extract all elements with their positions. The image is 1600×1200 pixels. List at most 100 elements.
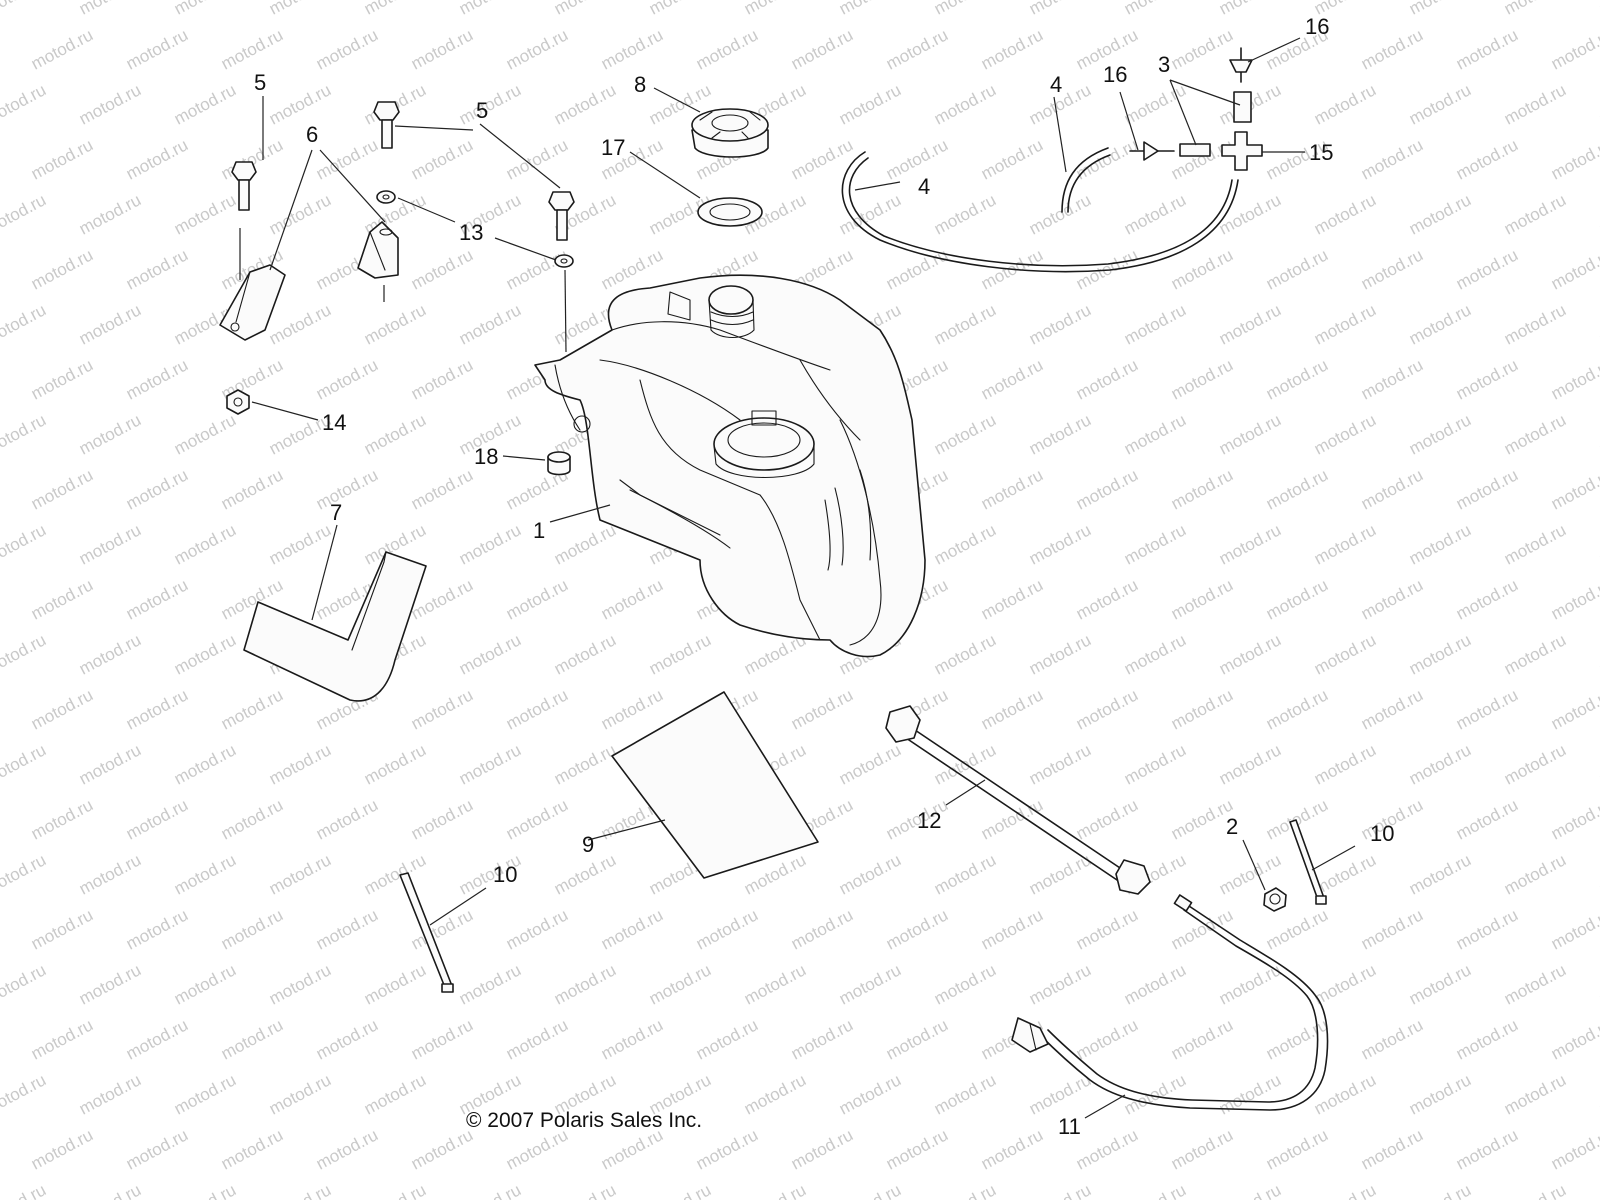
watermark-text: motod.ru bbox=[1548, 1125, 1600, 1173]
part-18-spacer bbox=[547, 451, 571, 476]
watermark-text: motod.ru bbox=[1406, 1070, 1474, 1118]
watermark-text: motod.ru bbox=[1168, 905, 1236, 953]
watermark-text: motod.ru bbox=[0, 1015, 1, 1063]
watermark-text: motod.ru bbox=[1548, 245, 1600, 293]
watermark-text: motod.ru bbox=[978, 1125, 1046, 1173]
watermark-text: motod.ru bbox=[503, 245, 571, 293]
watermark-text: motod.ru bbox=[1406, 300, 1474, 348]
watermark-text: motod.ru bbox=[931, 300, 999, 348]
watermark-text: motod.ru bbox=[1453, 795, 1521, 843]
watermark-text: motod.ru bbox=[313, 465, 381, 513]
watermark-text: motod.ru bbox=[1073, 685, 1141, 733]
watermark-text: motod.ru bbox=[218, 1015, 286, 1063]
watermark-text: motod.ru bbox=[313, 355, 381, 403]
watermark-text: motod.ru bbox=[361, 1070, 429, 1118]
watermark-text: motod.ru bbox=[0, 190, 49, 238]
watermark-text: motod.ru bbox=[218, 1125, 286, 1173]
watermark-text: motod.ru bbox=[788, 1125, 856, 1173]
watermark-text: motod.ru bbox=[1168, 355, 1236, 403]
callout-7: 7 bbox=[330, 500, 342, 525]
watermark-text: motod.ru bbox=[978, 355, 1046, 403]
watermark-text: motod.ru bbox=[1358, 905, 1426, 953]
watermark-text: motod.ru bbox=[0, 410, 49, 458]
watermark-text: motod.ru bbox=[28, 905, 96, 953]
watermark-text: motod.ru bbox=[788, 905, 856, 953]
watermark-text: motod.ru bbox=[1026, 300, 1094, 348]
watermark-text: motod.ru bbox=[1596, 740, 1600, 788]
part-11-fuel-line bbox=[1011, 894, 1329, 1111]
watermark-text: motod.ru bbox=[1263, 1125, 1331, 1173]
part-9-label-sheet bbox=[611, 691, 819, 879]
watermark-text: motod.ru bbox=[1596, 1180, 1600, 1200]
watermark-text: motod.ru bbox=[1453, 465, 1521, 513]
callout-6: 6 bbox=[306, 122, 318, 147]
watermark-text: motod.ru bbox=[693, 905, 761, 953]
watermark-text: motod.ru bbox=[266, 300, 334, 348]
watermark-text: motod.ru bbox=[0, 905, 1, 953]
callout-13: 13 bbox=[459, 220, 483, 245]
watermark-text: motod.ru bbox=[741, 0, 809, 19]
watermark-text: motod.ru bbox=[266, 850, 334, 898]
watermark-text: motod.ru bbox=[408, 685, 476, 733]
watermark-text: motod.ru bbox=[1453, 25, 1521, 73]
watermark-text: motod.ru bbox=[28, 575, 96, 623]
watermark-text: motod.ru bbox=[978, 575, 1046, 623]
callout-9: 9 bbox=[582, 832, 594, 857]
watermark-text: motod.ru bbox=[123, 245, 191, 293]
callout-18: 18 bbox=[474, 444, 498, 469]
watermark-text: motod.ru bbox=[123, 355, 191, 403]
part-2-nut bbox=[1263, 887, 1287, 912]
watermark-text: motod.ru bbox=[123, 905, 191, 953]
watermark-text: motod.ru bbox=[313, 1015, 381, 1063]
watermark-text: motod.ru bbox=[1121, 80, 1189, 128]
watermark-text: motod.ru bbox=[456, 0, 524, 19]
watermark-text: motod.ru bbox=[1121, 0, 1189, 19]
watermark-text: motod.ru bbox=[76, 80, 144, 128]
watermark-text: motod.ru bbox=[1216, 960, 1284, 1008]
part-16-valve-top bbox=[1229, 47, 1253, 83]
part-6-bracket-right bbox=[357, 221, 399, 279]
watermark-text: motod.ru bbox=[1453, 1015, 1521, 1063]
watermark-text: motod.ru bbox=[1501, 0, 1569, 19]
watermark-text: motod.ru bbox=[551, 0, 619, 19]
watermark-text: motod.ru bbox=[28, 355, 96, 403]
watermark-text: motod.ru bbox=[788, 1015, 856, 1063]
watermark-text: motod.ru bbox=[1596, 630, 1600, 678]
watermark-text: motod.ru bbox=[598, 1015, 666, 1063]
watermark-text: motod.ru bbox=[836, 960, 904, 1008]
watermark-text: motod.ru bbox=[1501, 520, 1569, 568]
part-14-nut bbox=[226, 389, 250, 415]
watermark-text: motod.ru bbox=[408, 1125, 476, 1173]
watermark-text: motod.ru bbox=[1501, 630, 1569, 678]
watermark-text: motod.ru bbox=[598, 905, 666, 953]
watermark-text: motod.ru bbox=[1168, 575, 1236, 623]
watermark-text: motod.ru bbox=[1501, 300, 1569, 348]
callout-12: 12 bbox=[917, 808, 941, 833]
watermark-text: motod.ru bbox=[76, 520, 144, 568]
watermark-text: motod.ru bbox=[598, 685, 666, 733]
watermark-text: motod.ru bbox=[218, 795, 286, 843]
watermark-text: motod.ru bbox=[1548, 135, 1600, 183]
watermark-text: motod.ru bbox=[598, 25, 666, 73]
watermark-text: motod.ru bbox=[1453, 355, 1521, 403]
watermark-text: motod.ru bbox=[1406, 410, 1474, 458]
watermark-text: motod.ru bbox=[218, 685, 286, 733]
callout-15: 15 bbox=[1309, 140, 1333, 165]
watermark-text: motod.ru bbox=[1501, 1070, 1569, 1118]
watermark-text: motod.ru bbox=[313, 25, 381, 73]
watermark-text: motod.ru bbox=[266, 0, 334, 19]
watermark-text: motod.ru bbox=[408, 245, 476, 293]
watermark-text: motod.ru bbox=[693, 25, 761, 73]
watermark-text: motod.ru bbox=[266, 520, 334, 568]
watermark-text: motod.ru bbox=[76, 0, 144, 19]
watermark-text: motod.ru bbox=[1358, 25, 1426, 73]
watermark-text: motod.ru bbox=[1596, 80, 1600, 128]
watermark-text: motod.ru bbox=[0, 300, 49, 348]
watermark-text: motod.ru bbox=[1596, 0, 1600, 19]
part-10-cable-tie-left bbox=[399, 872, 454, 993]
callout-11: 11 bbox=[1058, 1114, 1081, 1139]
watermark-text: motod.ru bbox=[171, 960, 239, 1008]
callout-17: 17 bbox=[601, 135, 625, 160]
watermark-text: motod.ru bbox=[28, 685, 96, 733]
watermark-text: motod.ru bbox=[1548, 355, 1600, 403]
